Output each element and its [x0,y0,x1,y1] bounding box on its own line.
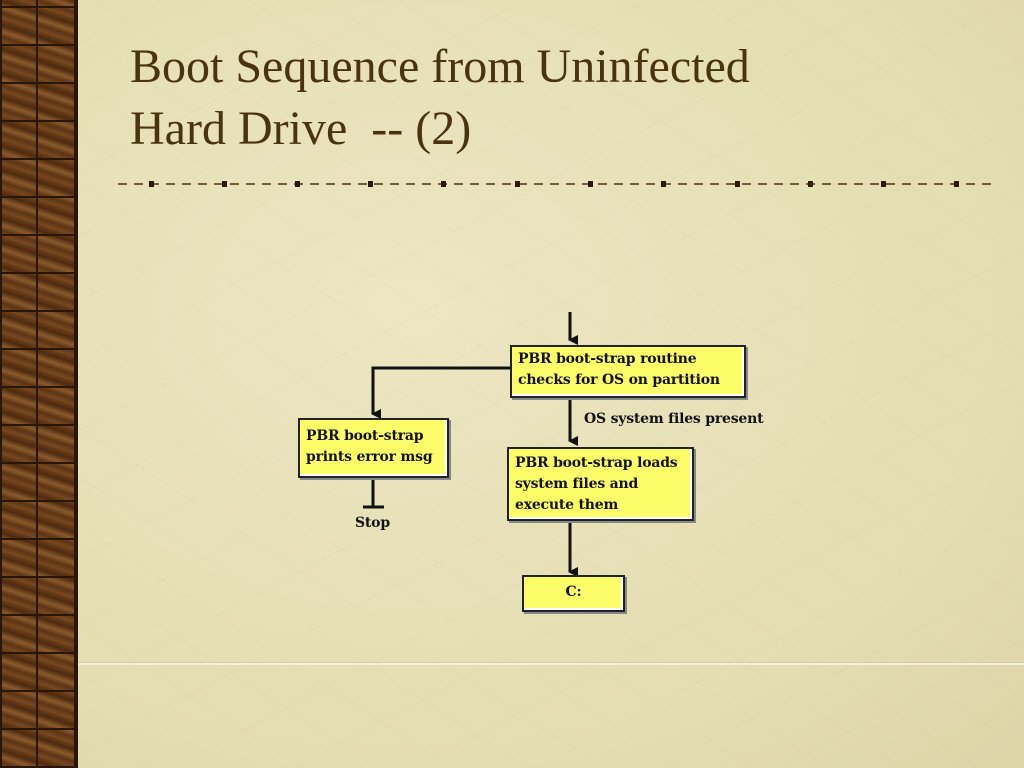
node-error-message: PBR boot-strap prints error msg [298,418,449,478]
label-stop: Stop [355,515,390,531]
footer-divider [78,662,1024,665]
title-line-1: Boot Sequence from Uninfected [130,40,750,93]
wood-border-strip [0,0,78,768]
node-drive-c: C: [522,575,625,612]
title-line-2: Hard Drive -- (2) [130,102,472,155]
label-os-files-present: OS system files present [584,411,764,427]
slide-title: Boot Sequence from Uninfected Hard Drive… [130,36,990,160]
node-load-system-files: PBR boot-strap loads system files and ex… [507,447,694,521]
dot-dash-rule [118,181,992,187]
node-check-os: PBR boot-strap routine checks for OS on … [510,345,746,398]
